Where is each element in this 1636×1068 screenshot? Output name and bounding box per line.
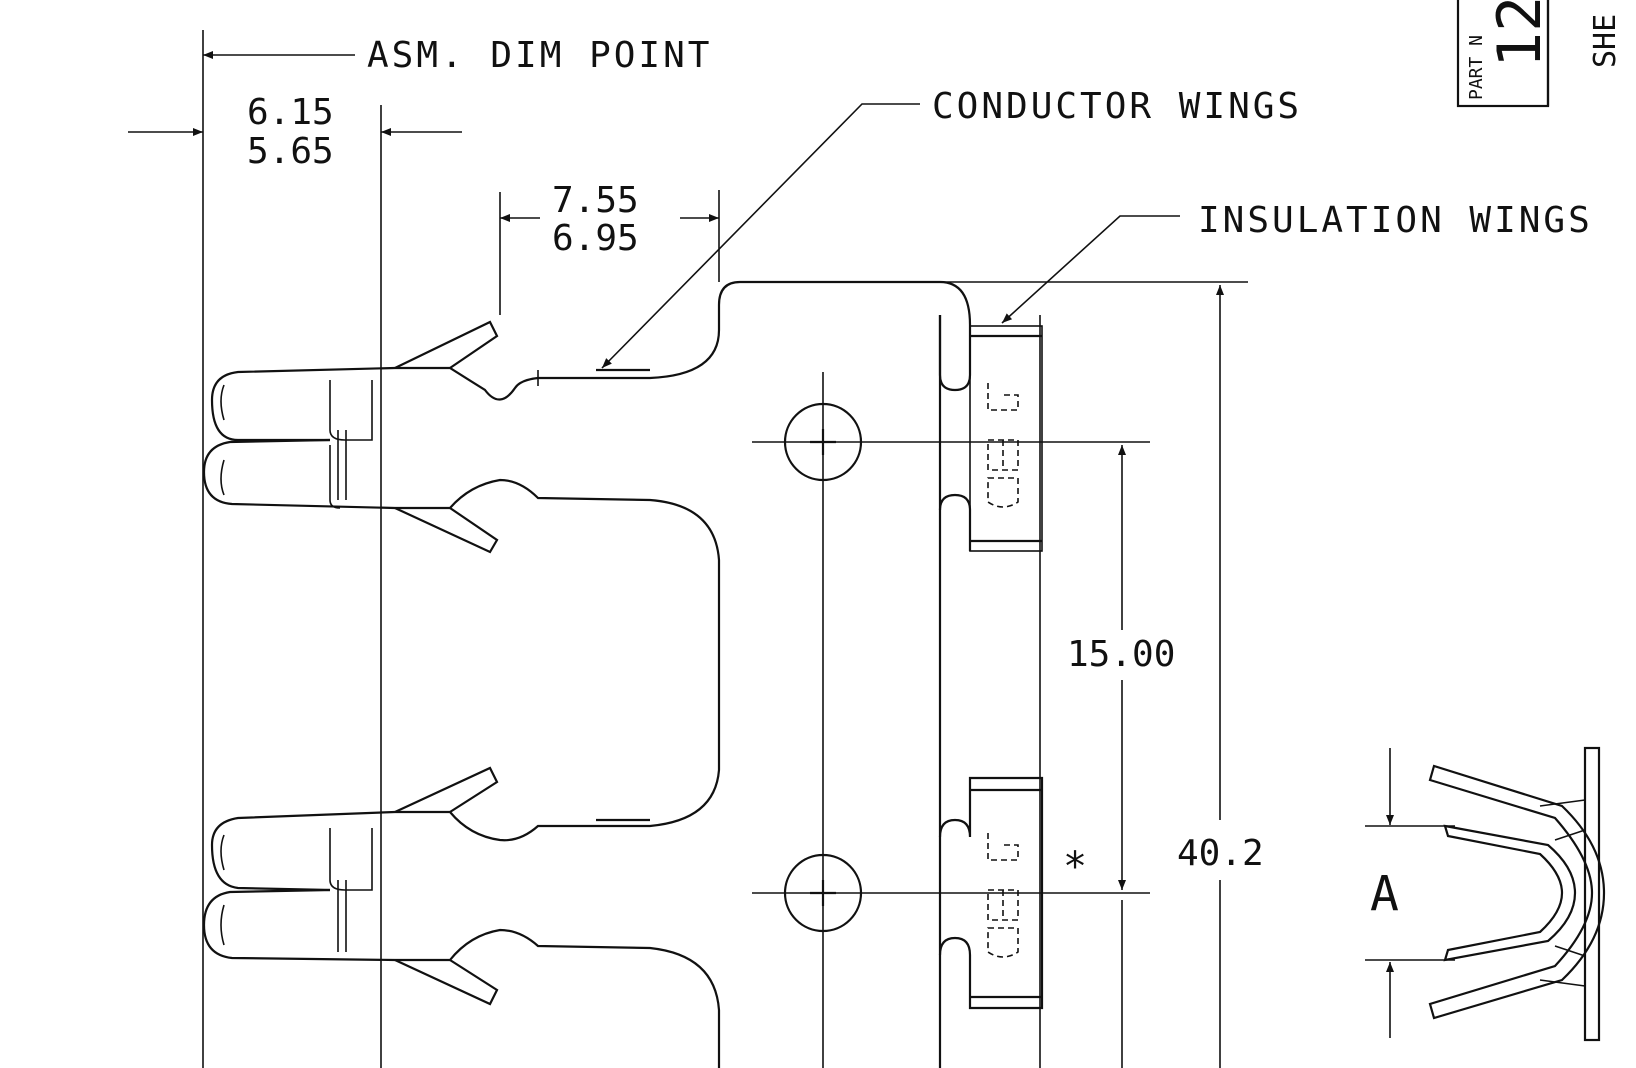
terminal-lower: * — [202, 766, 1087, 1068]
asm-dim-point-label: ASM. DIM POINT — [367, 35, 712, 76]
conductor-wings-callout: CONDUCTOR WINGS — [601, 86, 1302, 369]
pilot-hole-lower — [752, 853, 1150, 933]
conductor-wings-label: CONDUCTOR WINGS — [932, 86, 1302, 127]
sheet-label: SHE — [1588, 14, 1623, 68]
dimension-6-15: 6.15 5.65 — [128, 92, 462, 172]
asm-dim-point-callout: ASM. DIM POINT — [203, 35, 712, 76]
part-number-label: PART N — [1466, 35, 1487, 100]
dimension-7-55: 7.55 6.95 — [500, 180, 719, 259]
extension-lines — [202, 30, 1248, 1068]
part-number-value: 12 — [1485, 0, 1555, 68]
dim-6-15-upper: 6.15 — [247, 92, 334, 133]
insulation-wings-label: INSULATION WINGS — [1198, 200, 1593, 241]
dim-6-15-lower: 5.65 — [247, 131, 334, 172]
dim-7-55-lower: 6.95 — [552, 218, 639, 259]
asterisk-note: * — [1063, 844, 1087, 890]
section-a-label: A — [1370, 866, 1399, 922]
pitch-value: 15.00 — [1067, 634, 1175, 675]
overall-value: 40.2 — [1177, 833, 1264, 874]
insulation-wings-callout: INSULATION WINGS — [1001, 200, 1593, 324]
title-block: PART N 12 SHE — [1456, 0, 1623, 108]
section-view-a: A — [1365, 746, 1606, 1042]
dimension-overall: 40.2 — [1177, 285, 1264, 1068]
carrier-strip — [938, 315, 1041, 1068]
terminal-upper — [202, 280, 1043, 842]
pilot-hole-upper — [752, 372, 1150, 1068]
dimension-pitch: 15.00 — [1067, 445, 1175, 1068]
dim-7-55-upper: 7.55 — [552, 180, 639, 221]
